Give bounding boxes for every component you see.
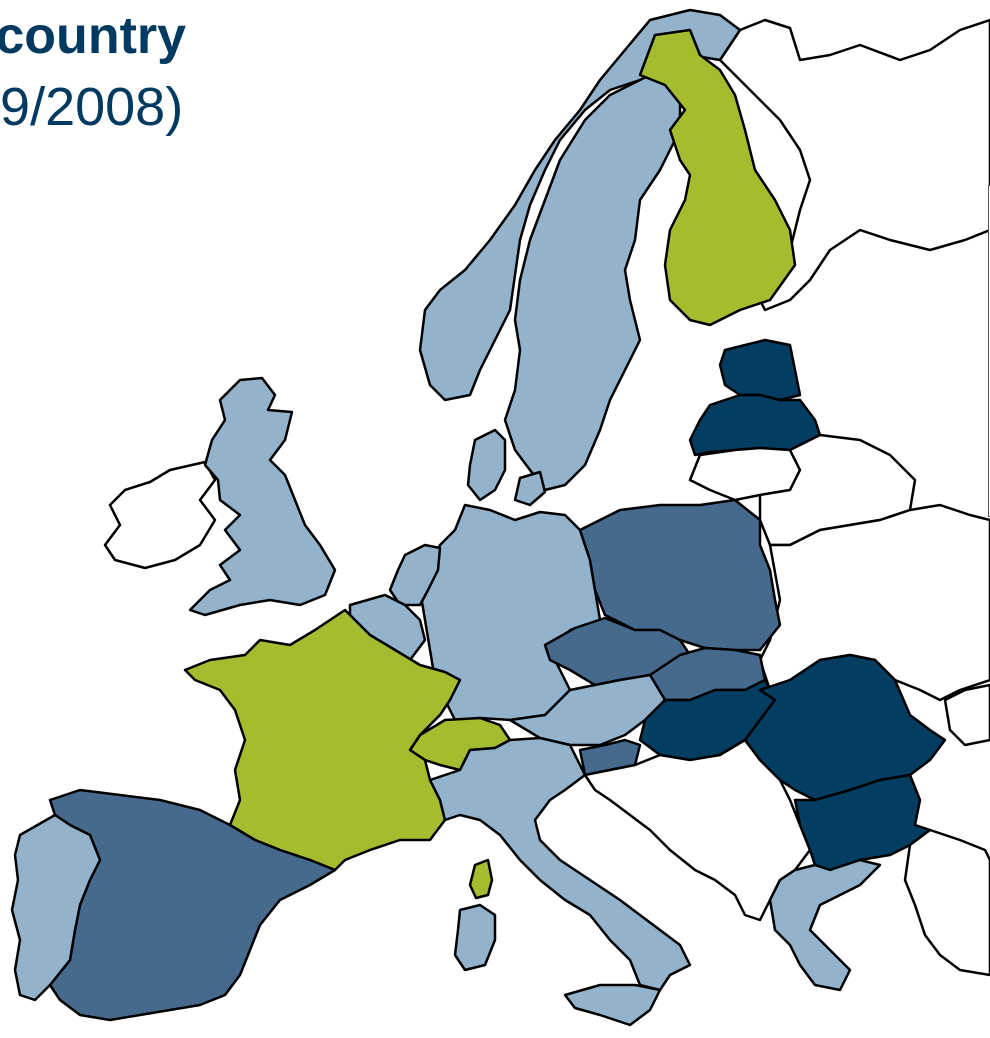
country-netherlands[interactable] bbox=[388, 543, 442, 607]
country-sardinia[interactable] bbox=[453, 903, 497, 972]
map-title: y country bbox=[0, 7, 187, 65]
country-corsica[interactable] bbox=[468, 858, 494, 900]
country-italy[interactable] bbox=[428, 736, 692, 992]
country-ireland[interactable] bbox=[103, 460, 217, 570]
country-greece[interactable] bbox=[768, 858, 882, 992]
country-poland[interactable] bbox=[578, 498, 782, 652]
country-denmark[interactable] bbox=[466, 428, 507, 502]
country-portugal[interactable] bbox=[10, 813, 102, 1002]
legend-edge bbox=[988, 185, 990, 517]
country-russia-north[interactable] bbox=[718, 18, 990, 312]
country-sweden[interactable] bbox=[503, 68, 682, 492]
country-united-kingdom[interactable] bbox=[188, 376, 337, 617]
country-estonia[interactable] bbox=[718, 338, 802, 402]
map-subtitle: 09/2008) bbox=[0, 77, 184, 137]
country-france[interactable] bbox=[183, 608, 462, 872]
country-ukraine[interactable] bbox=[758, 503, 990, 702]
country-crimea-edge[interactable] bbox=[943, 683, 990, 747]
country-turkey-edge[interactable] bbox=[903, 828, 990, 977]
country-sicily[interactable] bbox=[563, 983, 662, 1027]
country-finland[interactable] bbox=[638, 28, 797, 327]
country-denmark-island[interactable] bbox=[513, 470, 547, 507]
